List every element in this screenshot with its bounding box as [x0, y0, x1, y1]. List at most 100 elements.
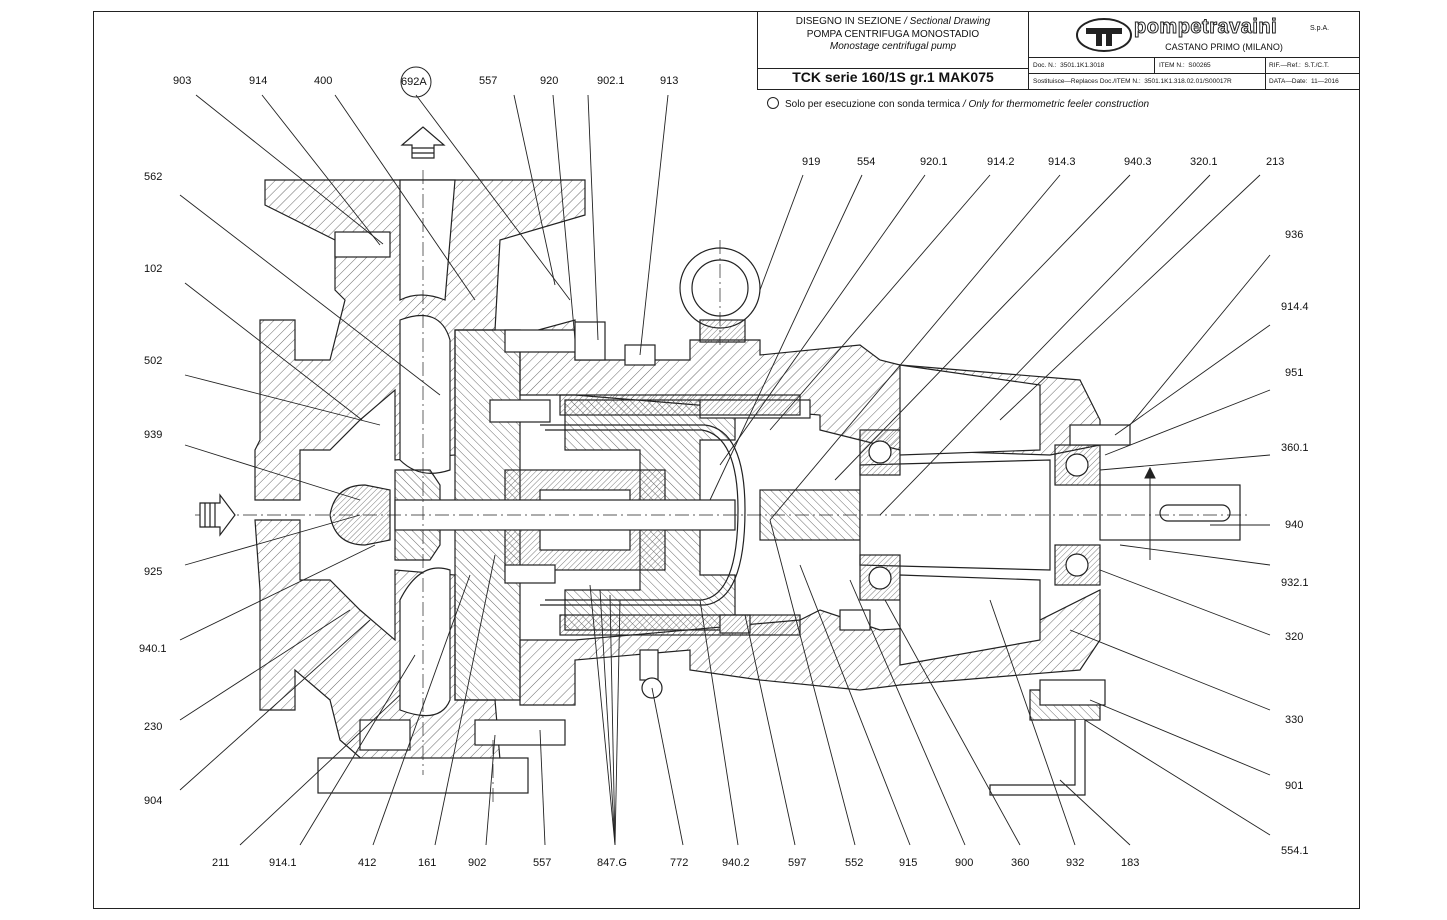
callout-label: 914: [249, 75, 268, 87]
brand-location: CASTANO PRIMO (MILANO): [1165, 42, 1283, 52]
callout-label: 936: [1285, 229, 1304, 241]
callout-label: 940: [1285, 519, 1304, 531]
callout-label: 554: [857, 156, 876, 168]
callout-label: 920.1: [920, 156, 948, 168]
logo-mark-icon: [1076, 18, 1132, 52]
callout-label: 360: [1011, 857, 1030, 869]
callout-label: 183: [1121, 857, 1140, 869]
doc-number: Doc. N.: 3501.1K1.3018: [1033, 62, 1104, 70]
callout-label: 400: [314, 75, 333, 87]
date-value: 11—2016: [1311, 78, 1339, 85]
callout-label: 772: [670, 857, 689, 869]
callout-label: 940.3: [1124, 156, 1152, 168]
callout-label: 230: [144, 721, 163, 733]
callout-label: 902: [468, 857, 487, 869]
title-separator: [758, 68, 1028, 69]
callout-label: 925: [144, 566, 163, 578]
title-line-1: DISEGNO IN SEZIONE / Sectional Drawing: [758, 16, 1028, 28]
replaces-label: Sostituisce—Replaces Doc./ITEM N.:: [1033, 78, 1141, 85]
feeler-note: Solo per esecuzione con sonda termica / …: [767, 97, 1149, 112]
info-col-separator-1: [1154, 58, 1155, 74]
callout-label: 940.2: [722, 857, 750, 869]
callout-label: 320: [1285, 631, 1304, 643]
title-line-1-en: Sectional Drawing: [909, 16, 991, 27]
feeler-marker-circle: [400, 66, 432, 98]
callout-label: 552: [845, 857, 864, 869]
callout-label: 920: [540, 75, 559, 87]
callout-label: 914.3: [1048, 156, 1076, 168]
callout-label: 847.G: [597, 857, 627, 869]
callout-label: 320.1: [1190, 156, 1218, 168]
callout-label: 161: [418, 857, 437, 869]
title-line-1-it: DISEGNO IN SEZIONE: [795, 16, 902, 27]
callout-label: 904: [144, 795, 163, 807]
title-block-info: Doc. N.: 3501.1K1.3018 ITEM N.: S00265 R…: [1028, 57, 1360, 90]
callout-label: 360.1: [1281, 442, 1309, 454]
note-circle-icon: [767, 97, 779, 109]
callout-label: 903: [173, 75, 192, 87]
drawing-frame: [93, 11, 1360, 909]
note-it: Solo per esecuzione con sonda termica: [785, 99, 961, 110]
brand-suffix: S.p.A.: [1310, 25, 1330, 32]
callout-label: 554.1: [1281, 845, 1309, 857]
title-line-2: POMPA CENTRIFUGA MONOSTADIO: [806, 29, 980, 40]
rif-label: RIF.—Ref.:: [1269, 62, 1301, 69]
callout-label: 951: [1285, 367, 1304, 379]
callout-label: 940.1: [139, 643, 167, 655]
callout-label: 412: [358, 857, 377, 869]
callout-label: 915: [899, 857, 918, 869]
brand-name: pompetravaini: [1133, 16, 1278, 39]
callout-label: 557: [479, 75, 498, 87]
flow-arrow-icon: [199, 493, 236, 537]
pump-section: [254, 179, 1241, 796]
title-block-logo: pompetravaini S.p.A. CASTANO PRIMO (MILA…: [1028, 11, 1360, 58]
title-line-1-sep: /: [901, 16, 910, 27]
callout-label: 932: [1066, 857, 1085, 869]
callout-label: 939: [144, 429, 163, 441]
centerlines: [195, 170, 1250, 805]
info-col-separator-2: [1265, 58, 1266, 89]
doc-value: 3501.1K1.3018: [1060, 62, 1105, 69]
leader-lines: [179, 94, 1271, 846]
date: DATA—Date: 11—2016: [1269, 78, 1339, 86]
callout-label: 213: [1266, 156, 1285, 168]
callout-label: 557: [533, 857, 552, 869]
item-number: ITEM N.: S00265: [1159, 62, 1211, 70]
callout-label: 902.1: [597, 75, 625, 87]
callout-label: 562: [144, 171, 163, 183]
replaces: Sostituisce—Replaces Doc./ITEM N.: 3501.…: [1033, 78, 1232, 86]
item-value: S00265: [1188, 62, 1211, 69]
note-en: Only for thermometric feeler constructio…: [968, 99, 1150, 110]
callout-label: 932.1: [1281, 577, 1309, 589]
info-row-separator: [1029, 73, 1359, 74]
replaces-value: 3501.1K1.318.02.01/S00017R: [1144, 78, 1232, 85]
callout-label: 692A: [401, 76, 427, 88]
callout-label: 102: [144, 263, 163, 275]
motor-shaft: [859, 459, 1051, 571]
callout-label: 914.2: [987, 156, 1015, 168]
discharge-arrow-icon: [400, 126, 446, 159]
doc-label: Doc. N.:: [1033, 62, 1057, 69]
callout-label: 900: [955, 857, 974, 869]
callout-label: 919: [802, 156, 821, 168]
rif-value: S.T./C.T.: [1304, 62, 1329, 69]
callout-label: 914.4: [1281, 301, 1309, 313]
callout-label: 597: [788, 857, 807, 869]
callout-label: 914.1: [269, 857, 297, 869]
callout-label: 211: [212, 857, 230, 869]
rotation-arrow-icon: [1144, 466, 1156, 560]
callout-label: 502: [144, 355, 163, 367]
containment-shell: [540, 424, 746, 606]
note-sep: /: [960, 99, 969, 110]
callout-label: 901: [1285, 780, 1304, 792]
date-label: DATA—Date:: [1269, 78, 1308, 85]
item-label: ITEM N.:: [1159, 62, 1185, 69]
reference: RIF.—Ref.: S.T./C.T.: [1269, 62, 1329, 70]
title-line-3: Monostage centrifugal pump: [829, 41, 957, 52]
model-designation: TCK serie 160/1S gr.1 MAK075: [792, 69, 994, 85]
callout-label: 330: [1285, 714, 1304, 726]
title-block-description: DISEGNO IN SEZIONE / Sectional Drawing P…: [757, 11, 1029, 90]
callout-label: 913: [660, 75, 679, 87]
